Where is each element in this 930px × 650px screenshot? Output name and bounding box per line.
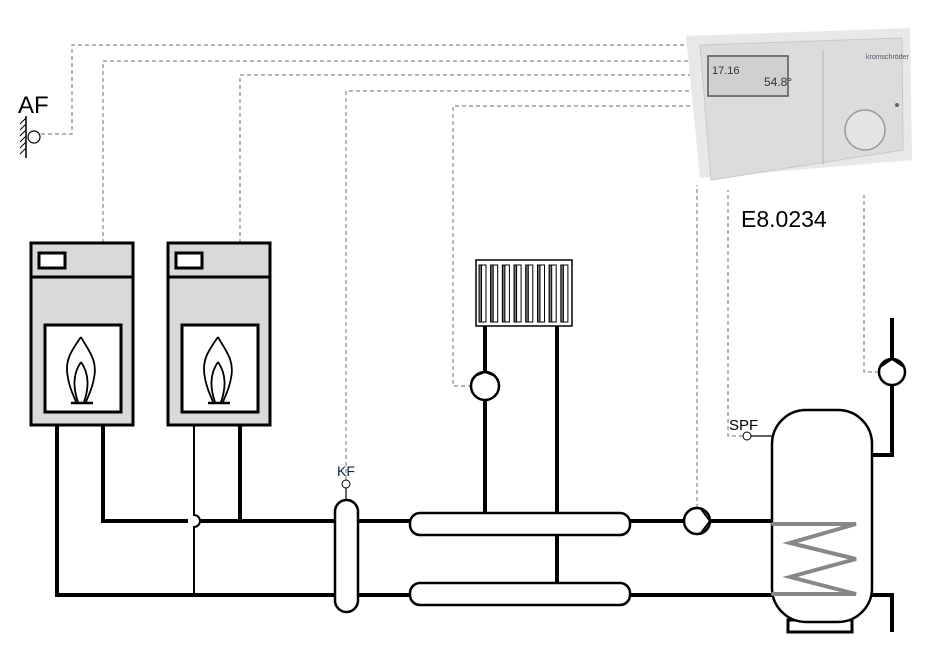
controller-device: 17.16 54.8° kromschröder xyxy=(686,28,912,181)
brand-logo: kromschröder xyxy=(866,54,909,61)
boiler-display-icon xyxy=(37,251,67,270)
heating-circuit-pump-icon xyxy=(469,370,501,402)
radiator-fin-shade xyxy=(548,264,553,323)
heating-coil-icon xyxy=(771,522,857,596)
flame-icon xyxy=(66,336,96,405)
outdoor-sensor: AF xyxy=(18,92,49,158)
af-label: AF xyxy=(18,92,49,119)
hot-water-storage-tank: SPF xyxy=(729,408,874,634)
radiator-fin-shade xyxy=(525,264,529,323)
display-time: 17.16 xyxy=(712,65,740,77)
display-temperature: 54.8° xyxy=(764,75,792,89)
boiler-1 xyxy=(29,241,135,427)
radiator-icon xyxy=(475,259,573,327)
radiator-fin-shade xyxy=(490,264,494,323)
signal-line-kf xyxy=(345,90,690,480)
pipes xyxy=(55,318,894,632)
controller-model-label: E8.0234 xyxy=(741,206,827,232)
signal-line-af xyxy=(41,44,690,135)
dhw-circulation-pump-icon xyxy=(877,357,907,387)
boiler-display-icon xyxy=(174,251,204,270)
radiator-fin-shade xyxy=(478,264,482,323)
kf-label: KF xyxy=(337,463,355,479)
wall-hatch-icon xyxy=(19,117,27,155)
hydraulic-separator: KF xyxy=(333,463,360,614)
signal-line-boiler2 xyxy=(239,74,690,243)
radiator-fin-shade xyxy=(560,264,564,323)
return-header xyxy=(408,581,632,607)
flow-header xyxy=(408,511,632,537)
bypass-pipe xyxy=(193,425,201,595)
sensor-circle-icon xyxy=(27,130,41,144)
radiator-fin-shade xyxy=(501,264,506,323)
storage-charging-pump-icon xyxy=(682,506,712,536)
spf-sensor-icon xyxy=(742,431,752,441)
radiator-fin-shade xyxy=(513,264,518,323)
controller-display xyxy=(707,55,789,97)
status-led-icon xyxy=(895,103,899,107)
signal-line-dhw-pump xyxy=(863,195,879,373)
flame-icon xyxy=(203,336,233,405)
signal-line-boiler1 xyxy=(102,60,690,243)
spf-label: SPF xyxy=(729,417,758,434)
signal-line-heating-pump xyxy=(452,105,690,387)
signal-line-spf xyxy=(727,190,743,437)
kf-sensor-icon xyxy=(341,479,351,489)
control-knob-icon[interactable] xyxy=(844,109,886,151)
signal-lines xyxy=(41,44,879,508)
boiler-2 xyxy=(166,241,272,427)
radiator-fin-shade xyxy=(537,264,541,323)
